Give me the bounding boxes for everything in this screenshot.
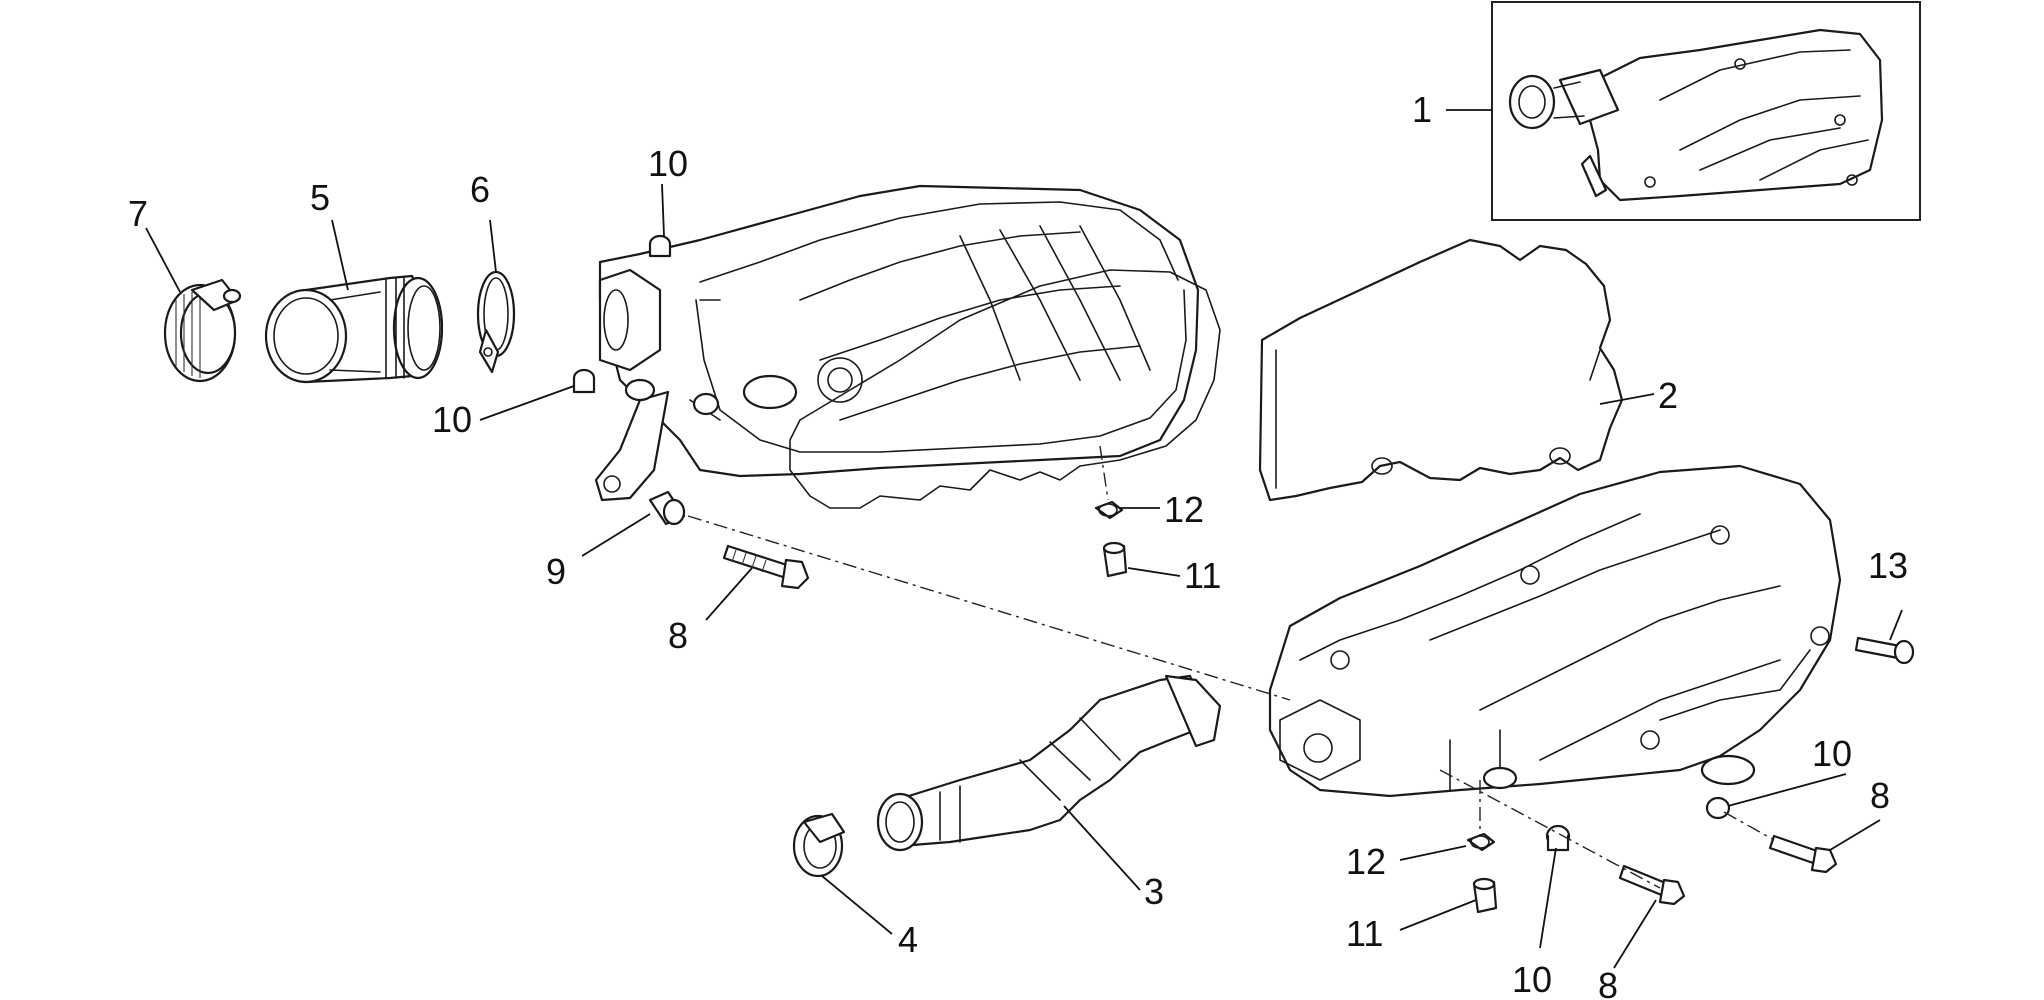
inset-frame [1491,1,1921,221]
inset-airbox-icon [1508,28,1884,202]
intake-sleeve-5 [264,274,444,384]
alignment-lines [687,445,1775,889]
intake-duct-3 [876,674,1222,852]
bush-10-left [572,368,596,394]
hose-clamp-4 [792,812,846,878]
callout-7: 7 [128,193,148,234]
callout-12-upper: 12 [1164,489,1204,530]
hose-clamp-7 [163,278,242,383]
leader-lines [145,109,1903,969]
callout-6: 6 [470,169,490,210]
callout-3: 3 [1144,871,1164,912]
air-box-cover [1268,464,1842,798]
spacer-9 [648,490,686,526]
alignment-line-right [1723,811,1775,841]
screw-8-bottom [1618,864,1686,906]
callout-4: 4 [898,919,918,960]
air-filter-2 [1258,238,1624,502]
inset-assembly [1491,1,1921,221]
callout-2: 2 [1658,375,1678,416]
callout-11-lower: 11 [1346,913,1383,954]
callout-8-left: 8 [668,615,688,656]
callout-12-lower: 12 [1346,841,1386,882]
screw-8-left [722,544,810,590]
air-box-base [594,184,1221,509]
callout-13: 13 [1868,545,1908,586]
bush-10-top [648,234,672,258]
callout-9: 9 [546,551,566,592]
callout-8-right: 8 [1870,775,1890,816]
clip-12-upper [1094,500,1124,520]
callout-8-bottom: 8 [1598,965,1618,1000]
grommet-11-lower [1472,877,1498,914]
screw-8-right [1768,834,1838,874]
callout-labels: 1 2 3 4 5 6 7 10 10 9 8 12 11 13 10 8 12… [128,89,1908,1000]
spring-clip-6 [476,270,516,374]
alignment-line-bottom [1439,769,1661,889]
callout-1: 1 [1412,89,1432,130]
callout-10-bottom: 10 [1512,959,1552,1000]
callout-10-top: 10 [648,143,688,184]
callout-5: 5 [310,177,330,218]
alignment-line-upper [1099,445,1109,501]
screw-13 [1854,636,1915,665]
callout-10-right: 10 [1812,733,1852,774]
bush-10-right [1705,796,1731,820]
callout-11-upper: 11 [1184,555,1221,596]
callout-10-left: 10 [432,399,472,440]
grommet-11-upper [1102,541,1128,578]
clip-12-lower [1466,832,1496,852]
alignment-line-main [687,515,1291,701]
